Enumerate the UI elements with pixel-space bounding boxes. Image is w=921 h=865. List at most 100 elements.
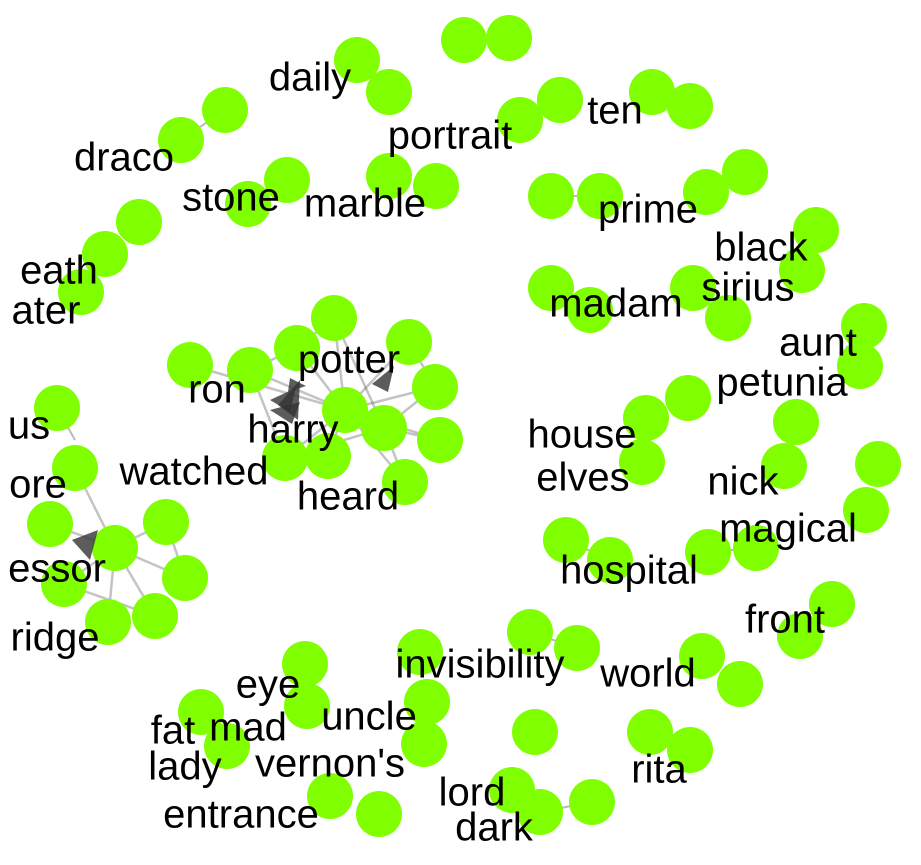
arrows-layer (72, 366, 394, 560)
graph-node (417, 417, 463, 463)
label-eye: eye (236, 663, 301, 707)
graph-node (722, 149, 768, 195)
graph-node (58, 269, 104, 315)
label-portrait: portrait (388, 114, 513, 158)
graph-node (777, 613, 823, 659)
graph-node (537, 77, 583, 123)
graph-node (366, 69, 412, 115)
label-sirius: sirius (701, 266, 794, 310)
graph-node (92, 525, 138, 571)
graph-node (274, 325, 320, 371)
graph-node (202, 87, 248, 133)
arrow-head (270, 402, 300, 424)
graph-node (307, 773, 353, 819)
graph-node (162, 555, 208, 601)
graph-node (227, 347, 273, 393)
graph-node (311, 295, 357, 341)
label-prime: prime (598, 188, 698, 232)
graph-node (843, 487, 889, 533)
graph-node (627, 709, 673, 755)
label-watched: watched (119, 450, 269, 494)
graph-node (225, 181, 271, 227)
graph-node (623, 395, 669, 441)
graph-node (322, 387, 368, 433)
graph-node (569, 779, 615, 825)
graph-node (855, 441, 901, 487)
graph-node (665, 375, 711, 421)
graph-node (577, 173, 623, 219)
graph-node (554, 625, 600, 671)
label-aunt: aunt (779, 321, 857, 365)
graph-node (366, 153, 412, 199)
graph-node (401, 721, 447, 767)
graph-node (404, 679, 450, 725)
graph-node (567, 287, 613, 333)
graph-node (27, 501, 73, 547)
label-front: front (745, 598, 825, 642)
graph-node (204, 723, 250, 769)
graph-node (667, 727, 713, 773)
graph-node (34, 385, 80, 431)
label-daily: daily (269, 56, 351, 100)
graph-node (779, 247, 825, 293)
graph-node (413, 163, 459, 209)
label-heard: heard (297, 475, 399, 519)
graph-node (517, 789, 563, 835)
label-invisibility: invisibility (396, 643, 565, 687)
label-eater: ater (12, 289, 81, 333)
graph-node (397, 629, 443, 675)
label-magical: magical (719, 507, 857, 551)
graph-node (334, 37, 380, 83)
graph-node (356, 791, 402, 837)
graph-node (512, 709, 558, 755)
graph-node (679, 633, 725, 679)
graph-node (486, 15, 532, 61)
graph-node (167, 342, 213, 388)
label-albus: us (8, 404, 50, 448)
arrow-head (372, 366, 394, 392)
label-stone: stone (182, 176, 280, 220)
nodes-layer (27, 15, 901, 837)
graph-node (841, 303, 887, 349)
graph-node (809, 581, 855, 627)
graph-node (386, 319, 432, 365)
graph-node (116, 199, 162, 245)
graph-node (543, 517, 589, 563)
graph-node (619, 439, 665, 485)
graph-node (683, 169, 729, 215)
graph-node (670, 265, 716, 311)
label-lord: lord (439, 771, 506, 815)
graph-node (528, 173, 574, 219)
label-hospital: hospital (560, 549, 698, 593)
label-petunia: petunia (716, 361, 848, 405)
label-harry: harry (247, 408, 338, 452)
label-elves: elves (536, 456, 629, 500)
graph-node (264, 157, 310, 203)
graph-node (52, 445, 98, 491)
graph-edge (189, 363, 346, 412)
label-lady: lady (148, 745, 221, 789)
label-mad: mad (209, 706, 287, 750)
graph-node (793, 207, 839, 253)
label-ron: ron (188, 368, 246, 412)
graph-node (528, 265, 574, 311)
label-professor: essor (8, 547, 106, 591)
labels-layer: draco daily portrait ten stone marble pr… (8, 56, 857, 850)
graph-node (158, 117, 204, 163)
graph-node (587, 537, 633, 583)
graph-node (629, 69, 675, 115)
label-death: eath (20, 249, 98, 293)
graph-node (507, 609, 553, 655)
graph-node (773, 399, 819, 445)
graph-node (284, 683, 330, 729)
label-vernons: vernon's (255, 742, 405, 786)
graph-node (412, 364, 458, 410)
graph-node (305, 433, 351, 479)
label-rita: rita (631, 748, 687, 792)
label-dumbledore: ore (9, 463, 67, 507)
graph-node (132, 593, 178, 639)
graph-node (382, 459, 428, 505)
graph-node (685, 529, 731, 575)
arrow-head (72, 530, 98, 560)
